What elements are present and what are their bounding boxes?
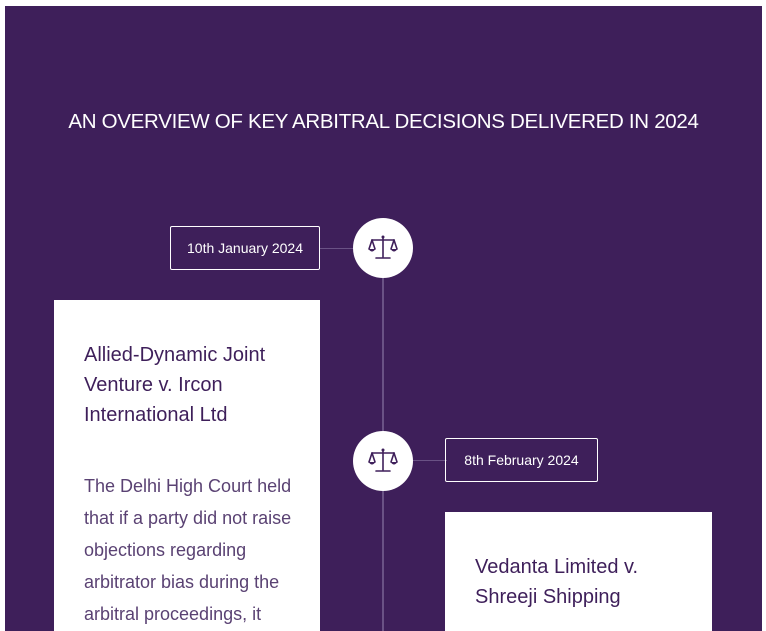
date-label: 10th January 2024 — [170, 226, 320, 270]
scales-of-justice-icon-svg — [368, 448, 398, 472]
date-label: 8th February 2024 — [445, 438, 598, 482]
case-title: Allied-Dynamic Joint Venture v. Ircon In… — [84, 344, 266, 426]
case-title: Vedanta Limited v. Shreeji Shipping — [475, 556, 639, 608]
scales-of-justice-icon-svg — [368, 235, 398, 259]
scales-of-justice-icon — [353, 431, 413, 491]
timeline-connector — [411, 460, 447, 461]
timeline-connector — [319, 248, 355, 249]
case-summary: The Delhi High Court held that if a part… — [84, 476, 292, 624]
case-card: Vedanta Limited v. Shreeji Shipping — [445, 512, 712, 631]
timeline-section: AN OVERVIEW OF KEY ARBITRAL DECISIONS DE… — [5, 6, 762, 631]
case-card: Allied-Dynamic Joint Venture v. Ircon In… — [54, 300, 320, 631]
scales-of-justice-icon — [353, 218, 413, 278]
page-title: AN OVERVIEW OF KEY ARBITRAL DECISIONS DE… — [68, 110, 699, 133]
